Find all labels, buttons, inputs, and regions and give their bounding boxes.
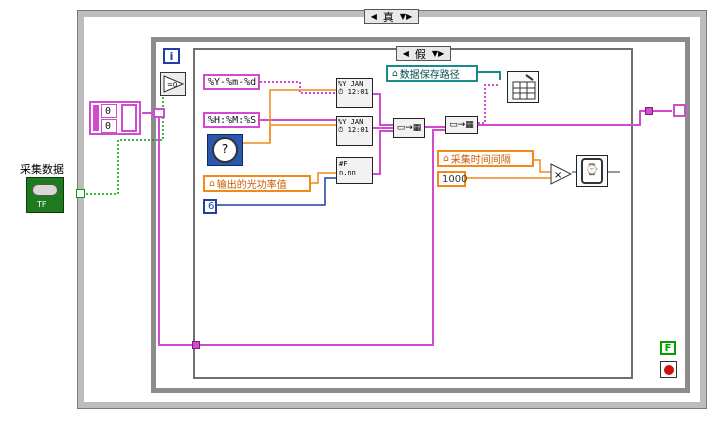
select-triangle-icon: =0 bbox=[163, 75, 185, 93]
case-selector-tunnel bbox=[76, 189, 85, 198]
home-icon: ⌂ bbox=[392, 68, 398, 79]
stop-icon bbox=[660, 361, 677, 378]
array-constant: 0 0 bbox=[89, 101, 141, 135]
time-format-string[interactable]: %H:%M:%S bbox=[203, 112, 260, 128]
home-icon-3: ⌂ bbox=[443, 153, 449, 164]
case-prev-icon[interactable]: ◀ bbox=[370, 12, 377, 21]
inner-case-selector[interactable]: ◀ 假 ▼▶ bbox=[396, 46, 451, 61]
outer-case-selector[interactable]: ◀ 真 ▼▶ bbox=[364, 9, 419, 24]
home-icon-2: ⌂ bbox=[209, 178, 215, 189]
clock-face: ? bbox=[212, 137, 238, 163]
array-element-0[interactable]: 0 bbox=[101, 104, 117, 118]
multiplier-constant[interactable]: 1000 bbox=[437, 171, 467, 187]
case-tunnel-right bbox=[645, 107, 653, 115]
case-tunnel-bottom bbox=[192, 341, 200, 349]
array-element-1[interactable]: 0 bbox=[101, 119, 117, 133]
svg-text:=0: =0 bbox=[167, 81, 177, 89]
inner-case-prev-icon[interactable]: ◀ bbox=[402, 49, 409, 58]
iteration-terminal: i bbox=[163, 48, 180, 64]
multiply-icon[interactable]: × bbox=[550, 163, 573, 185]
digits-constant[interactable]: 6 bbox=[203, 199, 217, 214]
save-path-local[interactable]: ⌂ 数据保存路径 bbox=[386, 65, 478, 82]
select-node[interactable]: =0 bbox=[160, 72, 186, 96]
array-element-frame bbox=[121, 104, 137, 132]
format-date-time-icon[interactable]: %Y JAN⏱ 12:01 bbox=[336, 78, 373, 108]
while-loop bbox=[151, 37, 690, 393]
write-spreadsheet-icon[interactable] bbox=[507, 71, 539, 103]
build-array-icon-2[interactable]: ▭→▦ bbox=[445, 116, 478, 134]
format-date-time-icon-2[interactable]: %Y JAN⏱ 12:01 bbox=[336, 116, 373, 146]
date-format-string[interactable]: %Y-%m-%d bbox=[203, 74, 260, 90]
array-index bbox=[93, 105, 99, 131]
metronome-icon: ⌚ bbox=[581, 158, 603, 184]
shift-register-left bbox=[153, 108, 165, 118]
inner-case-dropdown-icon[interactable]: ▼▶ bbox=[431, 49, 445, 58]
case-dropdown-icon[interactable]: ▼▶ bbox=[399, 12, 413, 21]
stopwatch-icon[interactable]: ? bbox=[207, 134, 243, 166]
toggle-switch-icon bbox=[32, 184, 58, 196]
interval-local[interactable]: ⌂ 采集时间间隔 bbox=[437, 150, 534, 167]
wait-ms-icon[interactable]: ⌚ bbox=[576, 155, 608, 187]
build-array-icon[interactable]: ▭→▦ bbox=[393, 118, 425, 138]
shift-register-right bbox=[673, 104, 686, 117]
power-value-local[interactable]: ⌂ 输出的光功率值 bbox=[203, 175, 311, 192]
stop-constant[interactable]: F bbox=[660, 341, 676, 355]
svg-text:×: × bbox=[554, 170, 562, 181]
control-label: 采集数据 bbox=[20, 163, 64, 176]
spreadsheet-grid-icon bbox=[512, 74, 536, 100]
bool-type-label: TF bbox=[37, 200, 47, 209]
boolean-control[interactable]: TF bbox=[26, 177, 64, 213]
